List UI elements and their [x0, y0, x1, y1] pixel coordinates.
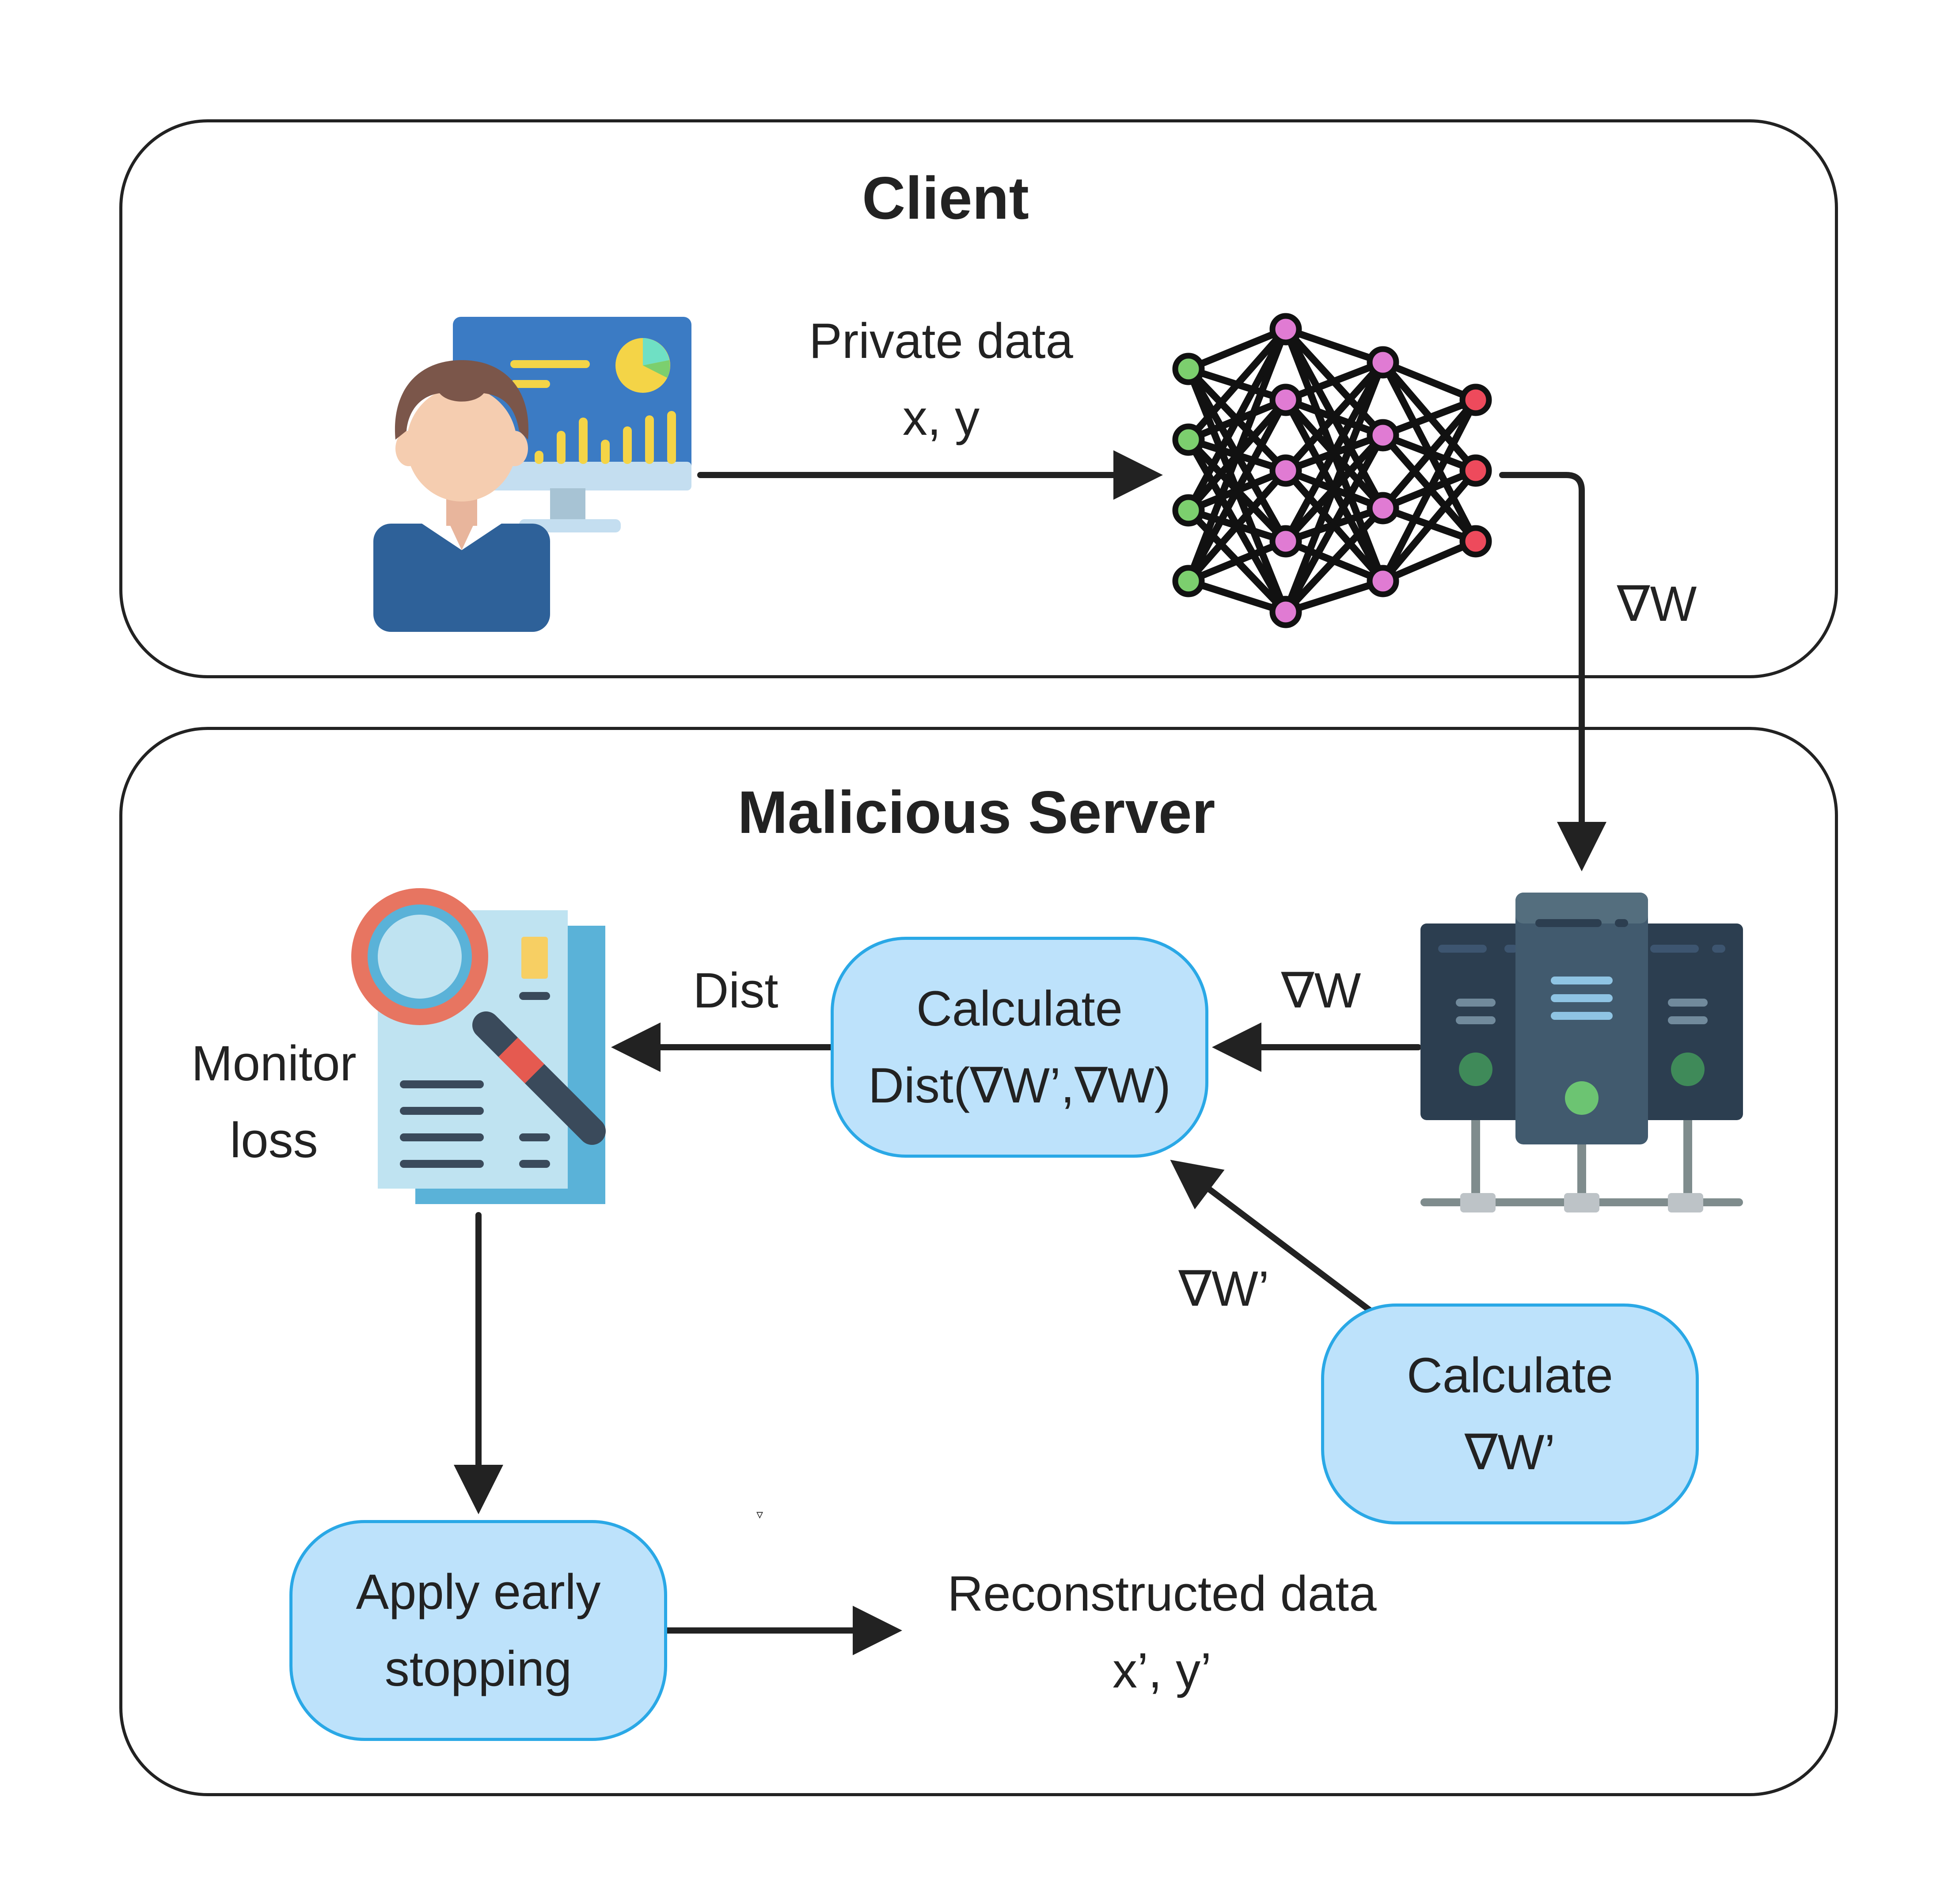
network-node — [1172, 353, 1205, 385]
network-node — [1269, 596, 1302, 628]
dist-label: Dist — [693, 963, 778, 1018]
network-node — [1367, 492, 1399, 524]
network-node — [1367, 565, 1399, 597]
network-node — [1459, 454, 1492, 487]
network-node — [1172, 423, 1205, 456]
monitor-loss-label: Monitor loss — [191, 1036, 357, 1168]
server-rack-icon — [1420, 893, 1743, 1212]
network-node — [1269, 313, 1302, 346]
network-edge — [1185, 538, 1289, 585]
private-data-label: Private data x, y — [809, 313, 1073, 445]
network-edge — [1282, 359, 1386, 616]
network-edge — [1282, 359, 1386, 545]
stray-mark: ▿ — [756, 1507, 763, 1522]
network-edge — [1185, 326, 1289, 514]
arrow-calcgrad-to-calcdist — [1170, 1159, 1373, 1313]
network-edge — [1379, 396, 1479, 439]
grad-server-label: ∇W — [1281, 963, 1361, 1018]
network-edge — [1379, 538, 1479, 585]
early-stopping-box: Apply early stopping — [289, 1520, 667, 1741]
network-edge — [1379, 359, 1479, 403]
magnified-report-icon — [351, 888, 606, 1204]
network-node — [1172, 565, 1205, 597]
network-edge — [1282, 505, 1386, 616]
network-node — [1459, 384, 1492, 416]
network-edge — [1282, 359, 1386, 474]
network-node — [1269, 454, 1302, 487]
neural-network-icon — [1172, 313, 1492, 628]
grad-prime-label: ∇W’ — [1178, 1261, 1269, 1316]
server-panel — [119, 727, 1838, 1796]
network-node — [1269, 525, 1302, 558]
server-title: Malicious Server — [737, 779, 1215, 846]
network-node — [1269, 384, 1302, 416]
network-edge — [1379, 396, 1479, 512]
network-edge — [1282, 326, 1386, 366]
client-title: Client — [862, 164, 1029, 232]
user-at-monitor-icon — [373, 317, 691, 632]
network-edge — [1185, 326, 1289, 585]
network-node — [1367, 346, 1399, 379]
network-edge — [1282, 578, 1386, 616]
network-node — [1172, 494, 1205, 527]
arrow-network-to-server — [1499, 472, 1606, 871]
network-node — [1459, 525, 1492, 558]
network-edge — [1185, 326, 1289, 443]
network-edge — [1185, 326, 1289, 372]
network-edge — [1185, 467, 1289, 585]
client-panel — [119, 119, 1838, 678]
network-edge — [1379, 467, 1479, 585]
network-edge — [1282, 359, 1386, 403]
calc-grad-box: Calculate ∇W’ — [1321, 1304, 1699, 1524]
reconstructed-label: Reconstructed data x’, y’ — [947, 1566, 1377, 1698]
grad-client-label: ∇W — [1617, 576, 1697, 631]
calc-dist-box: Calculate Dist(∇W’,∇W) — [831, 937, 1208, 1158]
network-edge — [1282, 432, 1386, 616]
network-edge — [1185, 396, 1289, 585]
network-edge — [1185, 578, 1289, 616]
network-node — [1367, 419, 1399, 452]
network-edge — [1379, 396, 1479, 585]
